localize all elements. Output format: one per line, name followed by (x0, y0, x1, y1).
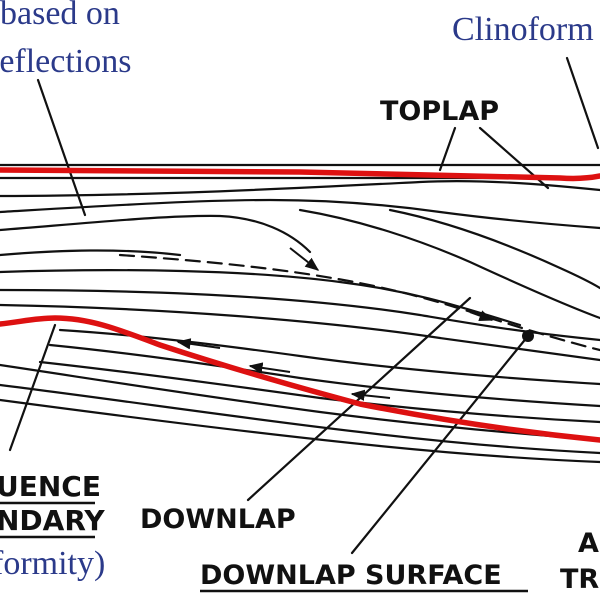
label-right-a: A (578, 528, 599, 559)
reflector-lower-3 (38, 360, 600, 424)
arrows (176, 247, 494, 401)
arrow-lower-2 (350, 389, 391, 401)
reflector-lower-2 (48, 343, 600, 408)
reflector-lower-4 (0, 363, 600, 442)
arrow-lower-1 (248, 362, 291, 374)
reflector-lower-5 (0, 383, 600, 455)
reflector-lower-6 (0, 398, 600, 464)
reflector-upper-4 (298, 208, 600, 320)
downlap-point (522, 330, 534, 342)
boundary-top-red (0, 167, 600, 182)
arrow-upper (289, 247, 320, 271)
annotation-reflections: reflections (0, 43, 132, 80)
reflector-upper-7 (0, 269, 522, 327)
boundary-lines (0, 167, 600, 443)
reflector-upper-6 (0, 249, 182, 257)
reflector-upper-5 (388, 208, 600, 290)
arrow-dashed (469, 310, 494, 321)
reflector-upper-1 (0, 180, 600, 198)
label-underlines (0, 501, 528, 593)
label-toplap: TOPLAP (380, 96, 499, 127)
leader-toplap-1 (438, 126, 457, 172)
leader-sequence (8, 323, 57, 452)
label-right-tr: TR (560, 564, 599, 595)
reflector-mid-2 (0, 303, 600, 362)
leader-downlap-2 (350, 334, 530, 555)
boundary-sequence-red (0, 315, 600, 443)
label-downlap: DOWNLAP (140, 504, 296, 535)
reflector-dashed (118, 253, 600, 352)
annotation-based-on: based on (0, 0, 120, 32)
arrow-mid (176, 338, 221, 350)
leader-reflections (36, 78, 87, 217)
label-sequence: UENCE (0, 470, 101, 503)
label-boundary: NDARY (0, 504, 105, 537)
label-downlap-surface: DOWNLAP SURFACE (200, 560, 502, 591)
reflector-mid-1 (0, 288, 600, 342)
reflector-upper-2 (0, 198, 600, 230)
annotation-unconformity: formity) (0, 545, 105, 582)
reflector-upper-3 (0, 214, 312, 254)
leader-clinoform (565, 56, 600, 150)
annotation-clinoform: Clinoform (452, 11, 594, 48)
